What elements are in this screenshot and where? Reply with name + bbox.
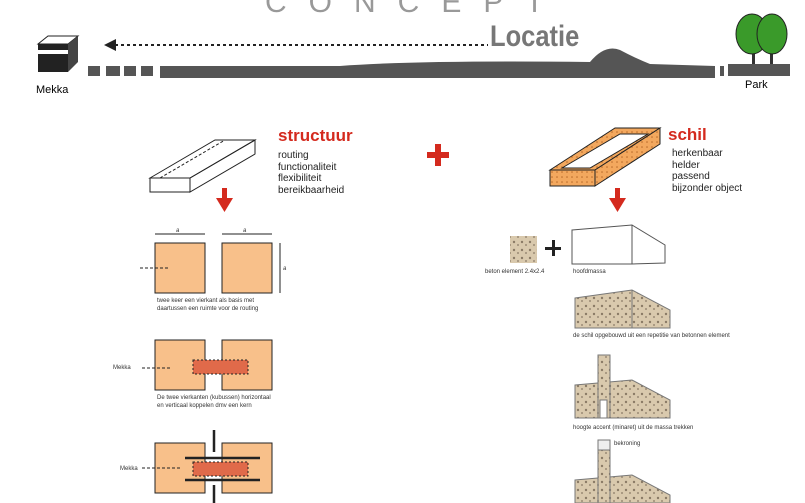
tree-icon <box>728 13 790 76</box>
dim-label: a <box>176 228 180 234</box>
arrow-down-icon <box>216 188 626 212</box>
list-item: passend <box>672 171 710 182</box>
kaaba-icon <box>36 35 80 72</box>
mekka-label: Mekka <box>36 84 69 96</box>
mekka-label: Mekka <box>113 365 131 371</box>
dim-label: a <box>283 266 287 272</box>
locatie-label: Locatie <box>490 20 580 53</box>
structuur-title: structuur <box>278 126 353 145</box>
mekka-label: Mekka <box>120 466 138 472</box>
hoofdmassa-icon <box>571 224 666 265</box>
list-item: routing <box>278 150 309 161</box>
minaret-building-icon <box>574 354 671 419</box>
bekroning-caption: bekroning <box>614 441 641 447</box>
list-item: flexibiliteit <box>278 173 322 184</box>
step2-caption: De twee vierkanten (kubussen) horizontaa… <box>157 395 271 409</box>
structuur-list: routing functionaliteit flexibiliteit be… <box>278 150 344 196</box>
list-item: helder <box>672 159 700 171</box>
shell-sketch-icon <box>548 127 662 187</box>
concept-title: CONCEPT <box>265 0 566 19</box>
beton-caption: beton element 2.4x2.4 <box>485 269 545 275</box>
dim-label: a <box>243 228 247 234</box>
plus-icon <box>427 144 449 166</box>
schil-title: schil <box>668 125 707 144</box>
ground-band <box>88 48 732 78</box>
beton-element-icon <box>510 236 537 263</box>
list-item: bereikbaarheid <box>278 184 345 196</box>
list-item: functionaliteit <box>278 161 337 173</box>
crowned-building-icon <box>574 439 671 503</box>
park-label: Park <box>745 79 768 91</box>
list-item: bijzonder object <box>672 182 743 194</box>
structure-sketch-icon <box>148 139 257 193</box>
minaret-caption: hoogte accent (minaret) uit de massa tre… <box>573 425 694 431</box>
schil-list: herkenbaar helder passend bijzonder obje… <box>672 148 742 194</box>
hoofdmassa-caption: hoofdmassa <box>573 269 606 275</box>
shell-block-icon <box>574 289 671 329</box>
list-item: herkenbaar <box>672 148 723 159</box>
shell-caption: de schil opgebouwd uit een repetitie van… <box>573 333 730 339</box>
